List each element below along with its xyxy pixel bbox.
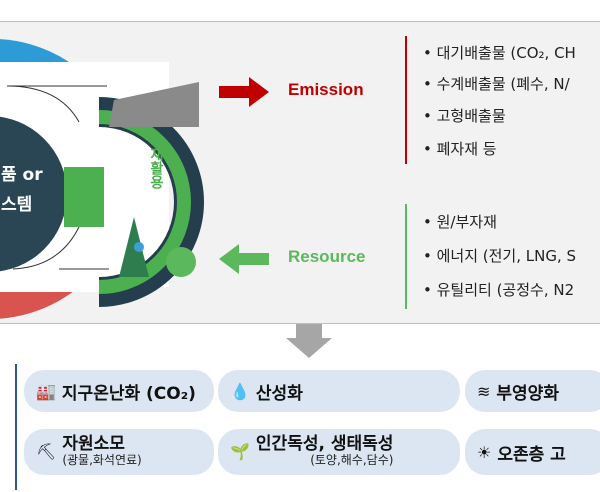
impact-toxicity: 🌱인간독성, 생태독성(토양,해수,담수) (218, 429, 460, 475)
resource-divider (405, 204, 407, 309)
center-label: 품 or 스템 (1, 165, 43, 215)
recycle-label: 재활용 (148, 147, 164, 189)
resource-arrow-icon (219, 244, 269, 274)
list-item: • 대기배출물 (CO₂, CH (423, 44, 576, 62)
water-drop-icon (134, 242, 144, 252)
impact-acidification: 💧산성화 (218, 370, 460, 412)
impact-ozone-depletion: ☀오존층 고 (465, 429, 600, 475)
ozone-icon: ☀ (477, 442, 492, 462)
waste-pile-icon (109, 82, 199, 127)
down-arrow-icon (286, 324, 332, 358)
emission-divider (405, 36, 407, 164)
factory-icon: 🏭 (36, 381, 56, 401)
ph-drop-icon: 💧 (230, 381, 250, 401)
emission-arrow-icon (219, 77, 269, 107)
impact-eutrophication: ≋부영양화 (465, 370, 600, 412)
list-item: • 폐자재 등 (423, 140, 497, 158)
recycle-bin-icon (64, 167, 104, 227)
impact-resource-depletion: ⛏자원소모(광물,화석연료) (24, 429, 214, 475)
lifecycle-panel: 품 or 스템 재활용 Emission • 대기배출물 (CO₂, CH • … (0, 21, 600, 324)
plant-icon: 🌱 (230, 442, 250, 461)
emission-label: Emission (288, 80, 364, 99)
resource-label: Resource (288, 247, 366, 266)
list-item: • 원/부자재 (423, 213, 497, 231)
list-item: • 에너지 (전기, LNG, S (423, 247, 577, 265)
impact-global-warming: 🏭지구온난화 (CO₂) (24, 370, 214, 412)
impacts-divider (15, 364, 17, 490)
list-item: • 고형배출물 (423, 107, 506, 125)
list-item: • 수계배출물 (폐수, N/ (423, 75, 570, 93)
fish-icon: ≋ (477, 381, 491, 401)
lifecycle-illustration (0, 39, 204, 319)
list-item: • 유틸리티 (공정수, N2 (423, 281, 575, 299)
mining-icon: ⛏ (36, 442, 57, 461)
